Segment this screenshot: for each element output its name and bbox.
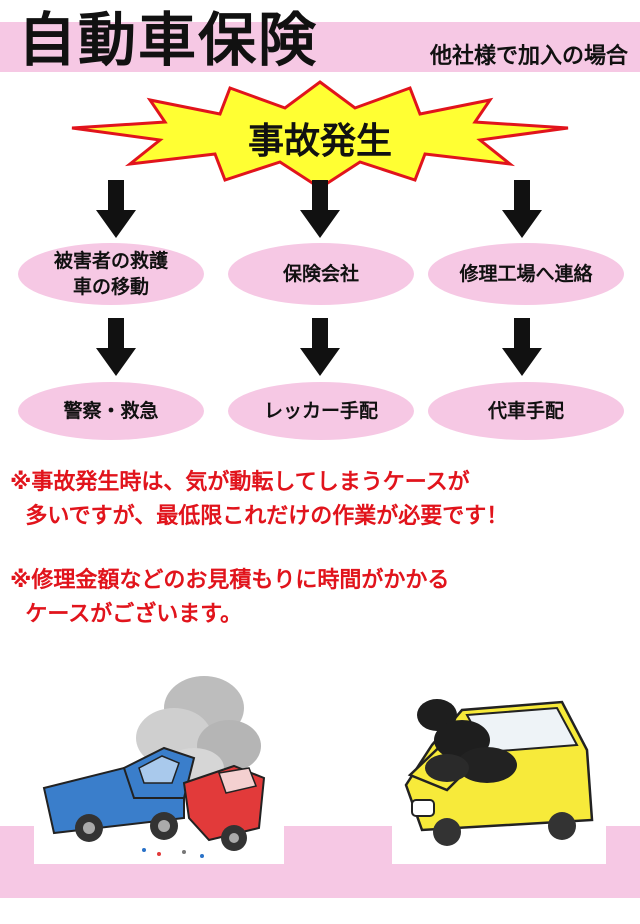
- step-insurance-company-label: 保険会社: [282, 263, 359, 285]
- step-victim-rescue-line2: 車の移動: [72, 276, 149, 298]
- header-band: [0, 22, 640, 72]
- note-2-line2: ケースがございます。: [10, 602, 243, 627]
- down-arrow-icon: [96, 180, 136, 238]
- accident-label: 事故発生: [247, 121, 392, 162]
- step-victim-rescue-line1: 被害者の救護: [53, 250, 168, 272]
- note-1: ※事故発生時は、気が動転してしまうケースが 多いですが、最低限これだけの作業が必…: [10, 466, 508, 534]
- down-arrow-icon: [300, 180, 340, 238]
- step-police-emergency-label: 警察・救急: [63, 400, 159, 422]
- down-arrow-icon: [300, 318, 340, 376]
- car-crash-illustration: [34, 668, 284, 864]
- note-1-line2: 多いですが、最低限これだけの作業が必要です！: [10, 504, 509, 529]
- step-contact-repair-shop-label: 修理工場へ連絡: [459, 263, 593, 285]
- step-rental-car-label: 代車手配: [487, 400, 564, 422]
- page-subtitle: 他社様で加入の場合: [429, 44, 628, 69]
- note-2-line1: ※修理金額などのお見積もりに時間がかかる: [10, 568, 450, 593]
- step-victim-rescue: 被害者の救護車の移動: [18, 243, 204, 305]
- broken-down-car-illustration: [392, 690, 606, 864]
- page-title: 自動車保険: [18, 6, 319, 74]
- step-rental-car: 代車手配: [428, 382, 624, 440]
- down-arrow-icon: [502, 318, 542, 376]
- step-tow-arrangement-label: レッカー手配: [263, 400, 378, 422]
- down-arrow-icon: [96, 318, 136, 376]
- step-police-emergency: 警察・救急: [18, 382, 204, 440]
- step-contact-repair-shop: 修理工場へ連絡: [428, 243, 624, 305]
- step-insurance-company: 保険会社: [228, 243, 414, 305]
- step-tow-arrangement: レッカー手配: [228, 382, 414, 440]
- note-1-line1: ※事故発生時は、気が動転してしまうケースが: [10, 470, 470, 495]
- note-2: ※修理金額などのお見積もりに時間がかかる ケースがございます。: [10, 564, 449, 632]
- down-arrow-icon: [502, 180, 542, 238]
